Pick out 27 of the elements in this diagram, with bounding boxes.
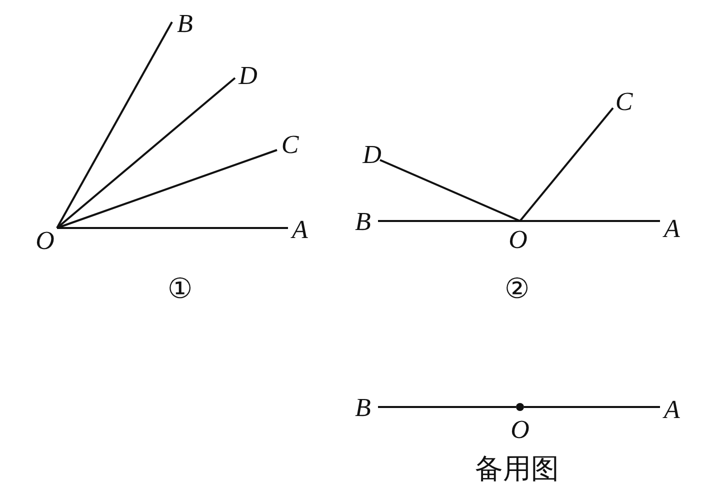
point-label: A [292,217,308,243]
figure-caption: ② [504,275,530,305]
point-label: C [615,89,633,115]
line-segment [380,159,520,222]
point-label: O [36,228,54,254]
figure-caption: ① [168,275,192,305]
line-segment [519,107,614,222]
line-segment [57,227,288,229]
point-label: B [177,11,193,37]
figure-caption: 备用图 [475,455,559,485]
point-label: B [355,395,371,421]
point-label: A [664,216,680,242]
point-label: C [281,132,299,158]
line-segment [56,149,278,229]
point-label: B [355,209,371,235]
point-dot [516,403,524,411]
line-segment [56,22,173,228]
line-segment [378,220,520,222]
line-segment [56,77,236,229]
line-segment [520,220,660,222]
line-segment [378,406,516,408]
point-label: D [362,142,382,168]
point-label: A [664,397,680,423]
line-segment [524,406,660,408]
point-label: O [508,227,528,253]
point-label: D [238,63,258,89]
point-label: O [510,417,530,443]
